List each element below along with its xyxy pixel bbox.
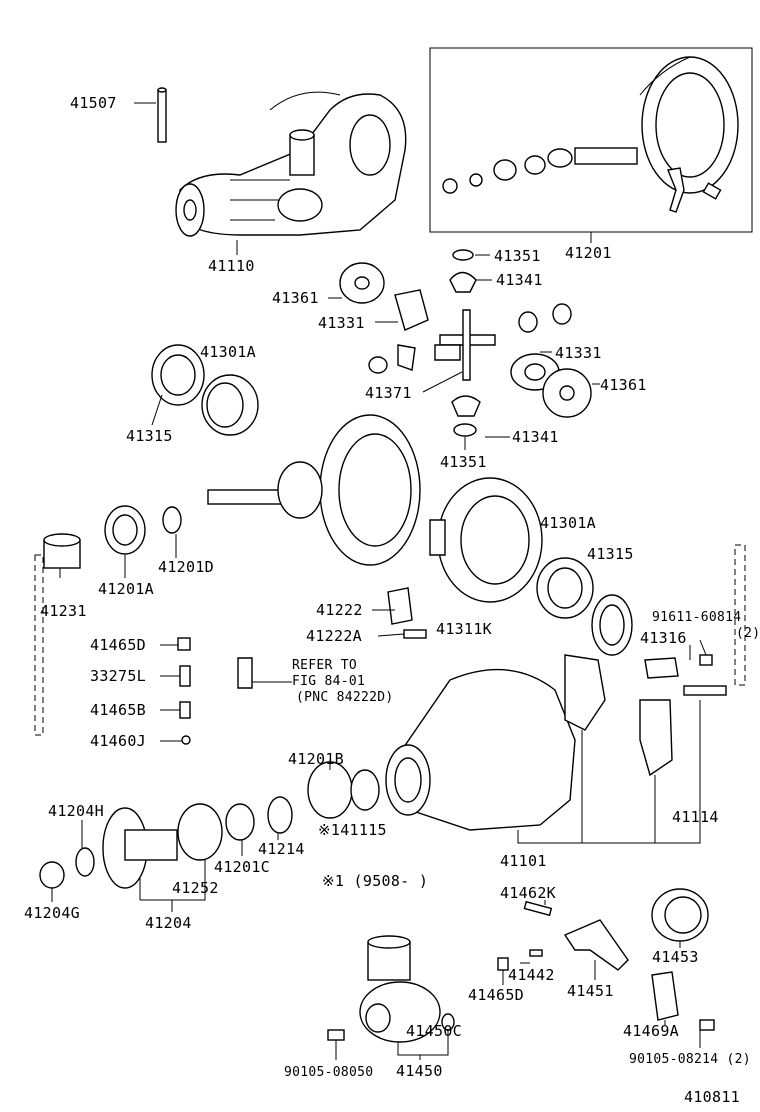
label-41110: 41110 <box>208 257 255 275</box>
label-90105-08050: 90105-08050 <box>284 1065 373 1080</box>
bearing-41301A-right <box>536 557 633 656</box>
label-41311K: 41311K <box>436 620 492 638</box>
axle-housing <box>385 654 673 831</box>
label-41252: 41252 <box>172 879 219 897</box>
refer-line-3: (PNC 84222D) <box>296 690 394 705</box>
label-41465D-upper: 41465D <box>90 636 146 654</box>
label-41201: 41201 <box>565 244 612 262</box>
label-41315-lower: 41315 <box>587 545 634 563</box>
leader-lines <box>51 102 707 1060</box>
bracket-41114 <box>517 700 701 844</box>
diff-case <box>429 477 543 603</box>
label-41507: 41507 <box>70 94 117 112</box>
label-41453: 41453 <box>652 948 699 966</box>
label-41301A-upper: 41301A <box>200 343 256 361</box>
refer-line-1: REFER TO <box>292 658 357 673</box>
dashed-bracket-right <box>734 544 746 686</box>
label-91611-qty: (2) <box>736 626 760 641</box>
dashed-bracket-left <box>34 554 44 736</box>
label-41341-upper: 41341 <box>496 271 543 289</box>
figure-id: 410811 <box>684 1088 740 1106</box>
label-41222: 41222 <box>316 601 363 619</box>
refer-line-2: FIG 84-01 <box>292 674 365 689</box>
label-41361-upper: 41361 <box>272 289 319 307</box>
label-41214: 41214 <box>258 840 305 858</box>
label-41316: 41316 <box>640 629 687 647</box>
ring-pinion-set-inset <box>442 56 739 213</box>
label-41351-lower: 41351 <box>440 453 487 471</box>
label-41442: 41442 <box>508 966 555 984</box>
label-33275L: 33275L <box>90 667 146 685</box>
label-91611-60814: 91611-60814 <box>652 610 741 625</box>
label-41462K: 41462K <box>500 884 556 902</box>
label-41465B: 41465B <box>90 701 146 719</box>
label-41204G: 41204G <box>24 904 80 922</box>
ring-gear-pinion <box>207 414 421 566</box>
differential-gears <box>339 249 592 437</box>
part-labels: 41507 41110 41201 41351 41341 41361 4133… <box>24 94 760 1106</box>
label-41201B: 41201B <box>288 750 344 768</box>
flange-parts <box>39 761 380 889</box>
pinion-bearings <box>43 505 182 569</box>
label-41301A-lower: 41301A <box>540 514 596 532</box>
label-41115: ※141115 <box>318 821 387 839</box>
label-41315-upper: 41315 <box>126 427 173 445</box>
label-41371: 41371 <box>365 384 412 402</box>
label-41201D: 41201D <box>158 558 214 576</box>
label-41331-upper: 41331 <box>318 314 365 332</box>
bearing-41301A-left <box>151 344 259 436</box>
label-41201A: 41201A <box>98 580 154 598</box>
label-41201C: 41201C <box>214 858 270 876</box>
label-41341-lower: 41341 <box>512 428 559 446</box>
label-41231: 41231 <box>40 602 87 620</box>
label-41460J: 41460J <box>90 732 146 750</box>
label-41465D-lower: 41465D <box>468 986 524 1004</box>
stud-41507 <box>157 87 167 143</box>
label-41114: 41114 <box>672 808 719 826</box>
label-41361-lower: 41361 <box>600 376 647 394</box>
label-41222A: 41222A <box>306 627 362 645</box>
label-41204H: 41204H <box>48 802 104 820</box>
label-41101: 41101 <box>500 852 547 870</box>
label-41450: 41450 <box>396 1062 443 1080</box>
label-41451: 41451 <box>567 982 614 1000</box>
label-41450C: 41450C <box>406 1022 462 1040</box>
label-41469A: 41469A <box>623 1022 679 1040</box>
label-41351-upper: 41351 <box>494 247 541 265</box>
carrier-assembly <box>175 91 407 237</box>
label-90105-08214: 90105-08214 (2) <box>629 1052 751 1067</box>
label-41331-lower: 41331 <box>555 344 602 362</box>
note-1: ※1 (9508- ) <box>322 872 428 890</box>
label-41204: 41204 <box>145 914 192 932</box>
